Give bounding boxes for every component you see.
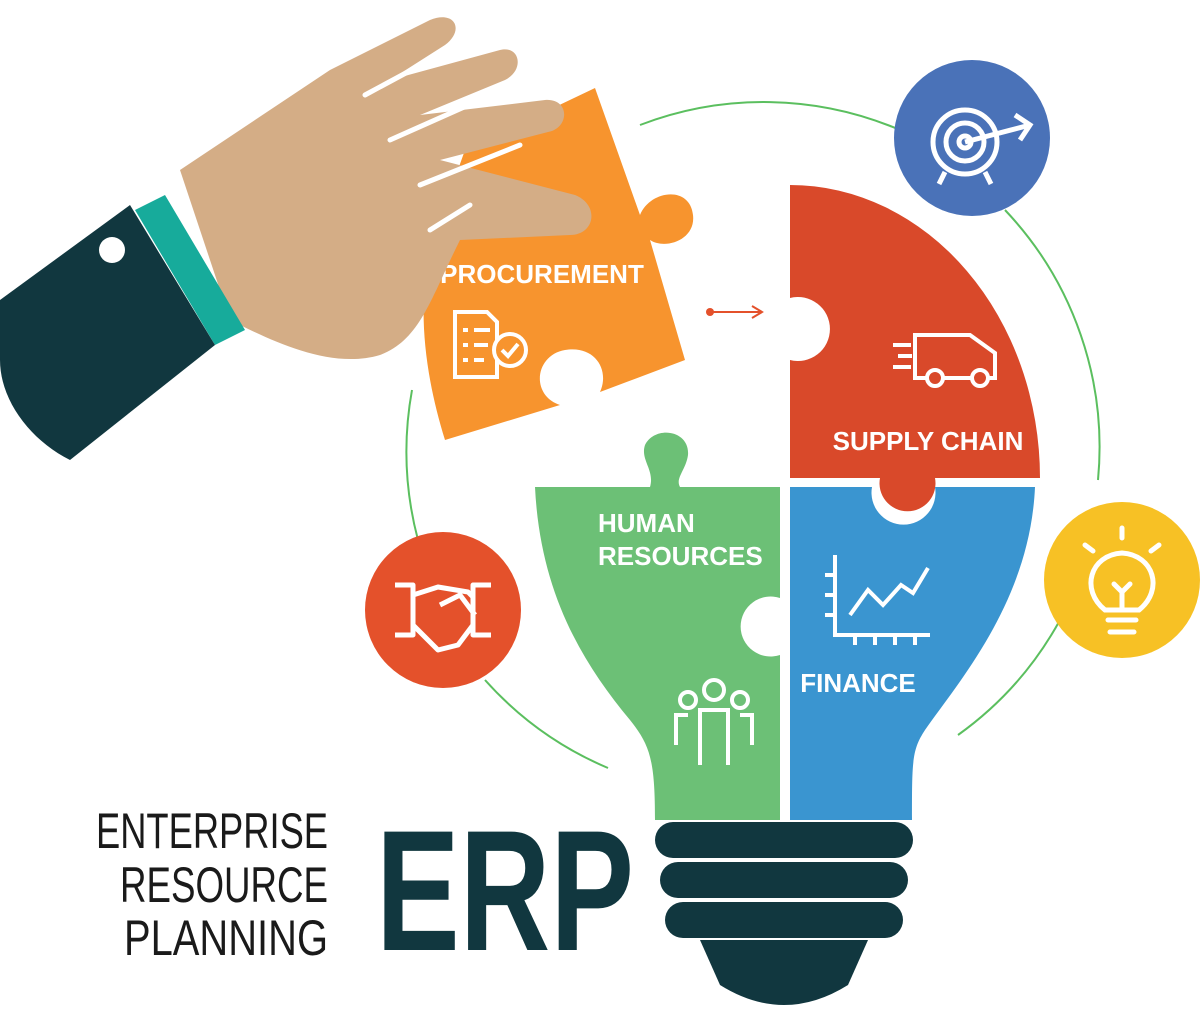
people-icon (674, 678, 754, 765)
erp-acronym: ERP (376, 795, 634, 987)
human-resources-piece: HUMAN RESOURCES (535, 432, 780, 820)
bulb-base (655, 822, 913, 1005)
hand-illustration (0, 17, 592, 460)
supply-chain-label: SUPPLY CHAIN (833, 426, 1024, 456)
lightbulb-icon (1044, 502, 1200, 658)
handshake-icon (365, 532, 521, 688)
hr-label-line1: HUMAN (598, 508, 695, 538)
title-line-2: RESOURCE (120, 857, 328, 913)
title-line-1: ENTERPRISE (96, 803, 328, 859)
title-block: ENTERPRISE RESOURCE PLANNING ERP (96, 795, 634, 987)
supply-chain-piece: SUPPLY CHAIN (790, 185, 1040, 512)
document-check-icon (453, 310, 528, 379)
procurement-label: PROCUREMENT (440, 259, 644, 289)
target-icon (894, 60, 1050, 216)
orbit-ring (405, 101, 1101, 769)
delivery-truck-icon (893, 333, 997, 388)
title-line-3: PLANNING (124, 910, 328, 966)
finance-label: FINANCE (800, 668, 916, 698)
growth-chart-icon (825, 555, 930, 645)
finance-piece: FINANCE (790, 487, 1035, 820)
hr-label-line2: RESOURCES (598, 541, 763, 571)
arrow-icon (706, 305, 764, 319)
